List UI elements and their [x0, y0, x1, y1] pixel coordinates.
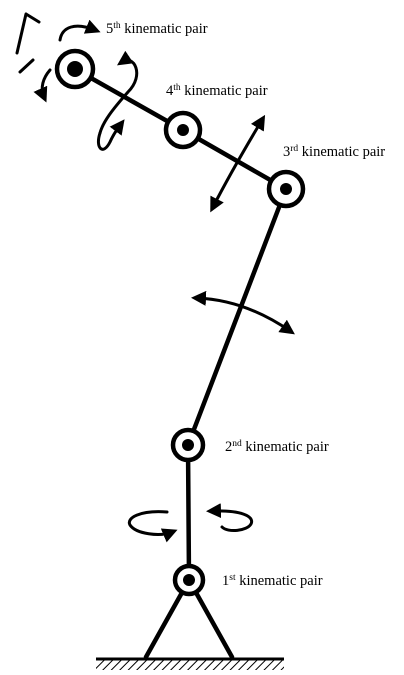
rotation-arrow-yaw — [127, 503, 254, 543]
link-2-3 — [185, 186, 289, 448]
joint-1 — [172, 563, 206, 597]
joint-5 — [54, 48, 96, 90]
label-pair-2: 2nd kinematic pair — [225, 439, 329, 455]
ground-base — [96, 657, 284, 670]
label-pair-5: 5th kinematic pair — [106, 21, 208, 37]
swing-arrow-link2 — [191, 290, 295, 335]
joint-2 — [170, 427, 206, 463]
link-1-2 — [185, 442, 192, 583]
label-pair-3: 3rd kinematic pair — [283, 144, 385, 160]
joint-4 — [163, 110, 203, 150]
label-pair-4: 4th kinematic pair — [166, 83, 268, 99]
end-effector-arrows — [15, 12, 101, 103]
swing-arrow-link3 — [210, 114, 266, 213]
rotation-arrow-roll — [96, 50, 139, 151]
joint-3 — [266, 169, 306, 209]
link-4-5 — [72, 66, 186, 133]
label-pair-1: 1st kinematic pair — [222, 573, 323, 589]
